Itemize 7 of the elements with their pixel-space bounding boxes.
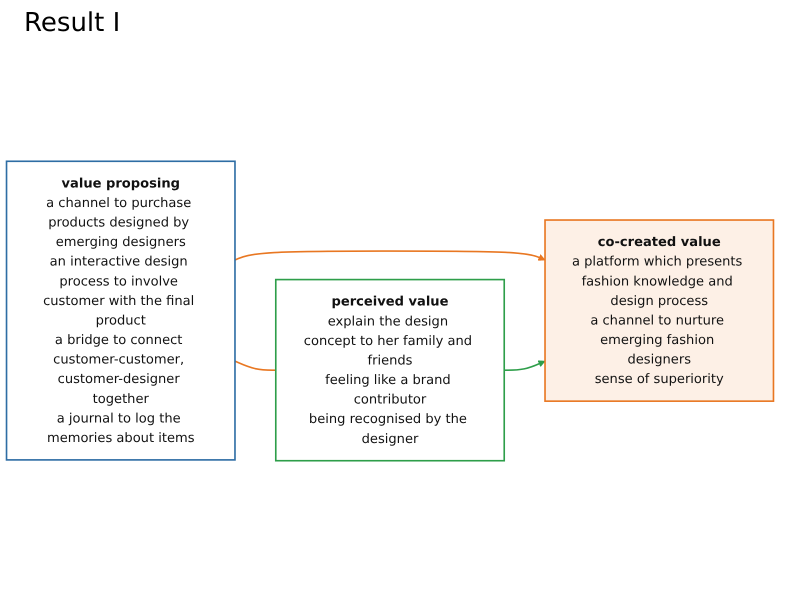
arrow xyxy=(504,360,546,371)
diagram-title: Result I xyxy=(24,8,122,38)
arrow xyxy=(234,250,546,261)
node-box: value proposing a channel to purchase products designed by emerging designers an interactive design process to involve customer with the final product a bridge to connect customer-customer, customer-designer together a journal to log the memories about items xyxy=(6,160,236,461)
node-box: co-created value a platform which presents fashion knowledge and design process a channel to nurture emerging fashion designers sense of superiority xyxy=(544,219,774,402)
node-box: perceived value explain the design concept to her family and friends feeling like a brand contributor being recognised by the designer xyxy=(274,278,506,462)
connector xyxy=(234,360,276,371)
